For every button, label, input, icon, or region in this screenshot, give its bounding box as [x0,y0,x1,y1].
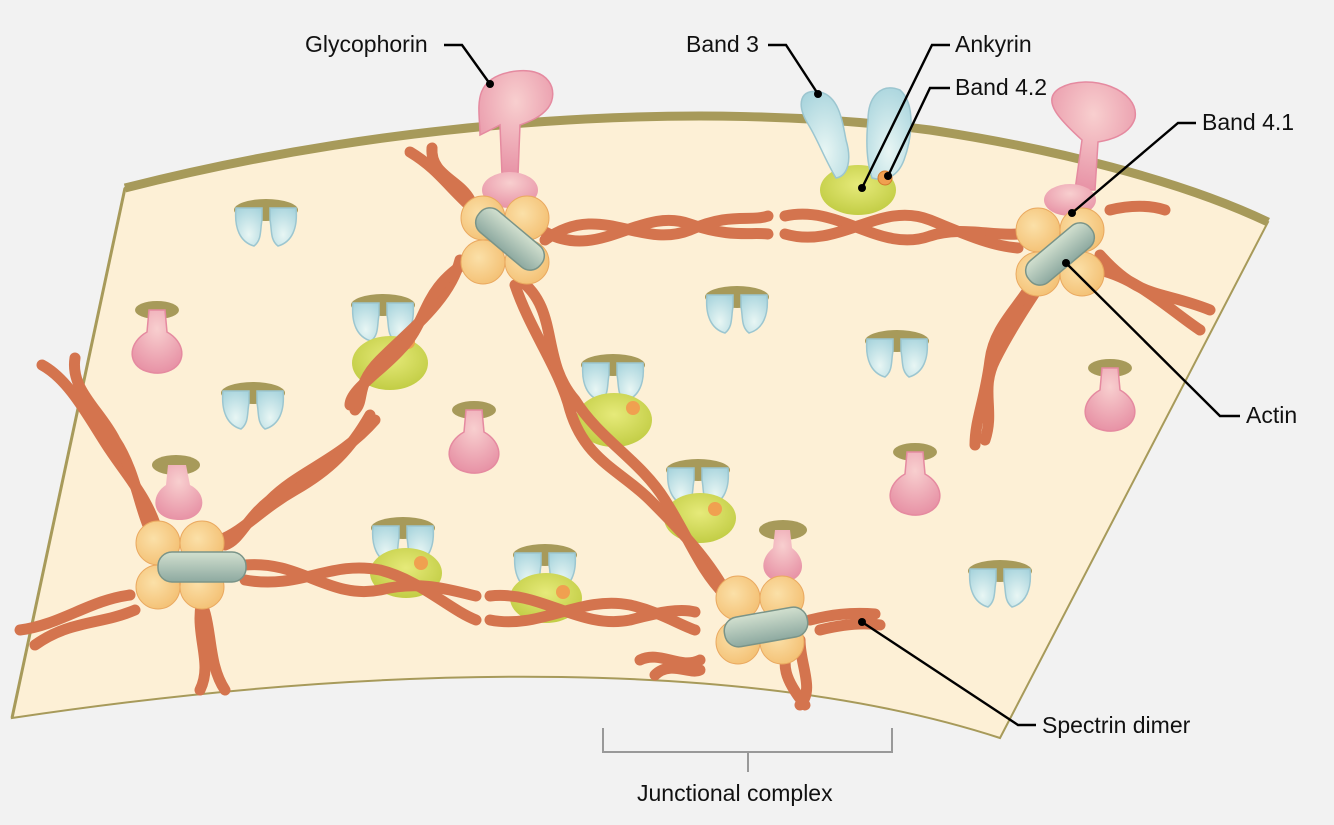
spectrin-network [14,142,1216,711]
label-band3: Band 3 [686,31,822,98]
glycophorin-protein [1084,358,1136,432]
glycophorin-protein [448,400,500,474]
svg-text:Ankyrin: Ankyrin [955,31,1032,57]
glycophorin-protein [131,300,183,374]
label-spectrin-dimer: Spectrin dimer [858,618,1191,738]
svg-text:Band 4.2: Band 4.2 [955,74,1047,100]
svg-text:Junctional complex: Junctional complex [637,780,833,806]
label-actin: Actin [1062,259,1297,428]
glycophorin-protein [889,442,941,516]
label-band41: Band 4.1 [1068,109,1294,217]
junctional-complex-a [460,69,554,285]
svg-text:Actin: Actin [1246,402,1297,428]
svg-text:Band 4.1: Band 4.1 [1202,109,1294,135]
svg-text:Glycophorin: Glycophorin [305,31,428,57]
junctional-complex-b [1015,81,1136,297]
label-band42: Band 4.2 [884,74,1047,180]
junctional-complex-e [715,520,809,665]
svg-text:Band 3: Band 3 [686,31,759,57]
label-junctional-complex: Junctional complex [602,728,893,806]
junctional-complex-d [135,455,247,610]
label-glycophorin: Glycophorin [305,31,494,88]
label-ankyrin: Ankyrin [858,31,1032,192]
svg-text:Spectrin dimer: Spectrin dimer [1042,712,1191,738]
